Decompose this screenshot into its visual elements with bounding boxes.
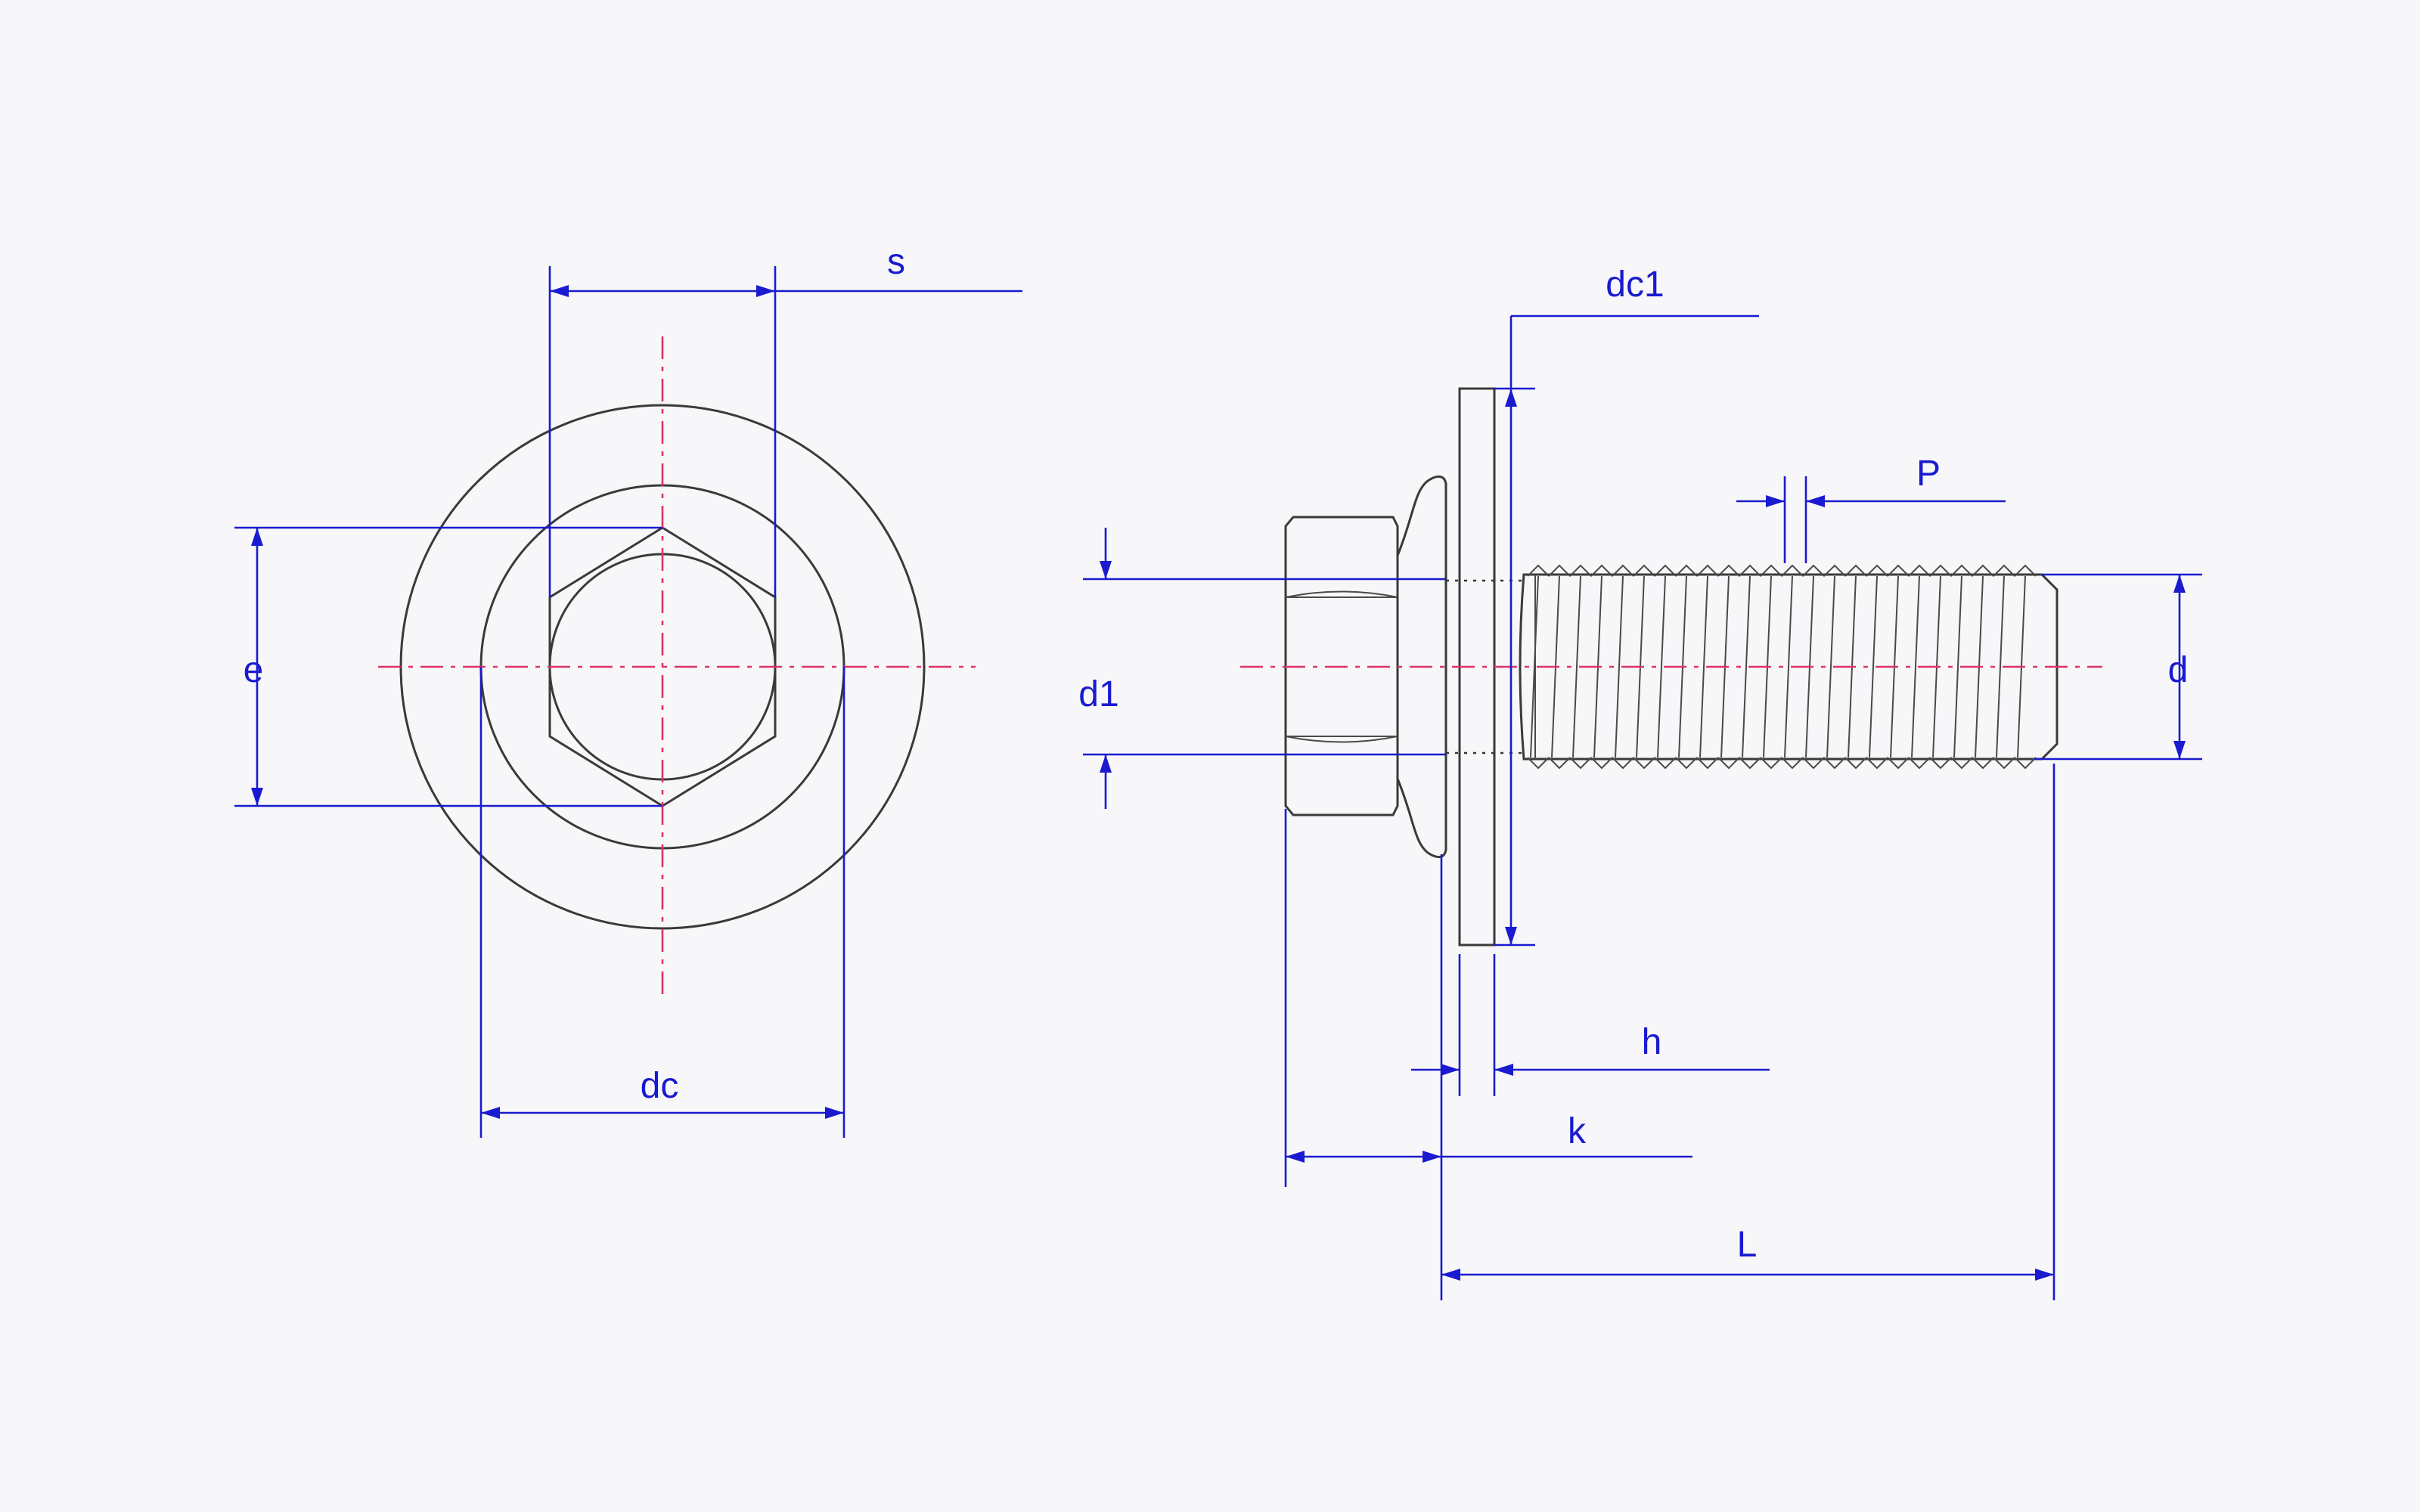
- dimension-k: k: [1284, 809, 1692, 1300]
- thread-flank-line: [1530, 575, 1539, 758]
- dimension-label-dc1: dc1: [1606, 265, 1664, 305]
- thread-flank-line: [1572, 575, 1581, 758]
- thread-flank-line: [1615, 575, 1624, 758]
- dimension-d1: d1: [1078, 528, 1446, 809]
- thread-flank-line: [1699, 575, 1708, 758]
- dimension-label-k: k: [1568, 1111, 1587, 1151]
- thread-crest-top: [1527, 564, 2037, 577]
- dimension-pitch: P: [1736, 454, 2006, 563]
- thread-flank-line: [1953, 575, 1962, 758]
- side-view: dc1 P d d1: [1078, 265, 2202, 1300]
- dimension-label-p: P: [1916, 454, 1941, 494]
- dimension-label-h: h: [1642, 1022, 1662, 1062]
- dimension-L: L: [1441, 764, 2055, 1300]
- flange-side: [1396, 476, 1447, 858]
- dimension-label-e: e: [244, 650, 264, 690]
- thread-flank-line: [1911, 575, 1920, 758]
- dimension-h: h: [1411, 954, 1770, 1096]
- dimension-label-s: s: [887, 242, 905, 282]
- dimension-label-dc: dc: [641, 1066, 679, 1106]
- thread-crest-bottom: [1527, 757, 2037, 770]
- thread-flank-line: [1826, 575, 1835, 758]
- dimension-label-d1: d1: [1078, 674, 1118, 714]
- dimension-dc: dc: [479, 667, 845, 1138]
- front-view: s e dc: [234, 242, 1022, 1138]
- thread-flank-line: [1869, 575, 1878, 758]
- thread-flank-line: [1657, 575, 1666, 758]
- dimension-label-L: L: [1737, 1225, 1758, 1265]
- thread-flank-line: [1742, 575, 1751, 758]
- hex-head-side: [1284, 516, 1399, 816]
- dimension-label-d: d: [2168, 650, 2189, 690]
- dimension-s: s: [548, 242, 1022, 597]
- thread-flank-line: [1996, 575, 2005, 758]
- dimension-d: d: [2034, 573, 2202, 761]
- dimension-dc1: dc1: [1494, 265, 1759, 947]
- dimension-e: e: [234, 526, 662, 807]
- thread-flank-line: [1784, 575, 1793, 758]
